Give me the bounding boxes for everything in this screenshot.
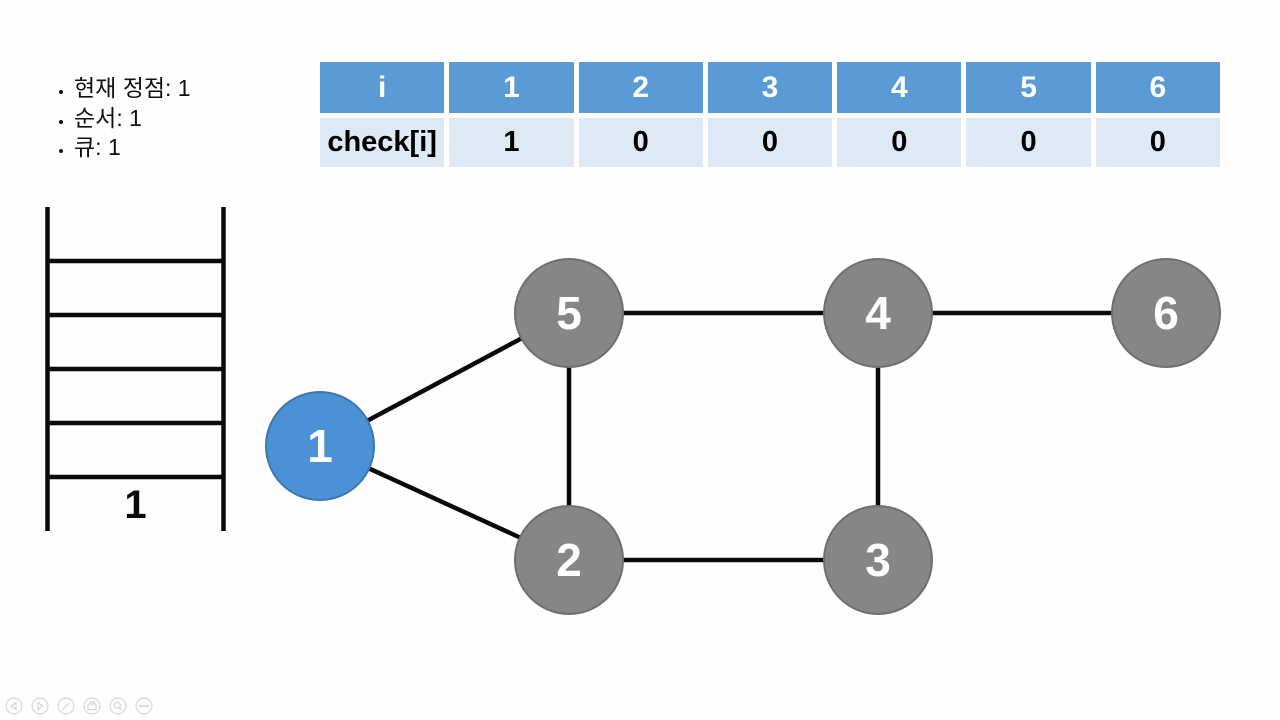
status-item: 현재 정점: 1 [74,74,191,104]
pen-icon [57,697,75,715]
graph-node-label: 2 [556,534,582,586]
triangle-right-icon [31,697,49,715]
status-list: 현재 정점: 1순서: 1큐: 1 [52,74,191,163]
graph-node-label: 5 [556,287,582,339]
table-cell: 0 [578,118,703,167]
table-cell: 0 [966,118,1091,167]
graph-node-5 [514,258,624,368]
table-cell: 0 [1095,118,1220,167]
graph-node-label: 1 [307,420,333,472]
table-header-cell: 2 [578,62,703,113]
zoom-button[interactable] [109,697,127,715]
graph-node-label: 6 [1153,287,1179,339]
graph-node-1 [265,391,375,501]
table-header-cell: 4 [837,62,962,113]
triangle-left-icon [5,697,23,715]
graph-node-label: 4 [865,287,891,339]
table-cell: 0 [837,118,962,167]
queue-value: 1 [124,483,146,527]
queue-graphic: 1 [45,207,226,531]
table-header-cell: 6 [1095,62,1220,113]
graph-node-label: 3 [865,534,891,586]
previous-slide-button[interactable] [5,697,23,715]
see-all-slides-button[interactable] [83,697,101,715]
table-header-cell: 3 [707,62,833,113]
next-slide-button[interactable] [31,697,49,715]
table-row-label: check[i] [320,118,445,167]
magnifier-icon [109,697,127,715]
status-item: 큐: 1 [74,133,191,163]
table-cell: 0 [707,118,833,167]
slideshow-controls [5,697,153,715]
graph-node-4 [823,258,933,368]
slides-icon [83,697,101,715]
table-cell: 1 [449,118,574,167]
graph: 1 2 3 4 5 6 [265,258,1221,615]
table-header-cell: i [320,62,445,113]
graph-node-6 [1111,258,1221,368]
status-item: 순서: 1 [74,104,191,134]
graph-node-3 [823,505,933,615]
table-header-cell: 1 [449,62,574,113]
graph-node-2 [514,505,624,615]
pen-button[interactable] [57,697,75,715]
table-header-cell: 5 [966,62,1091,113]
ellipsis-icon [135,697,153,715]
more-options-button[interactable] [135,697,153,715]
